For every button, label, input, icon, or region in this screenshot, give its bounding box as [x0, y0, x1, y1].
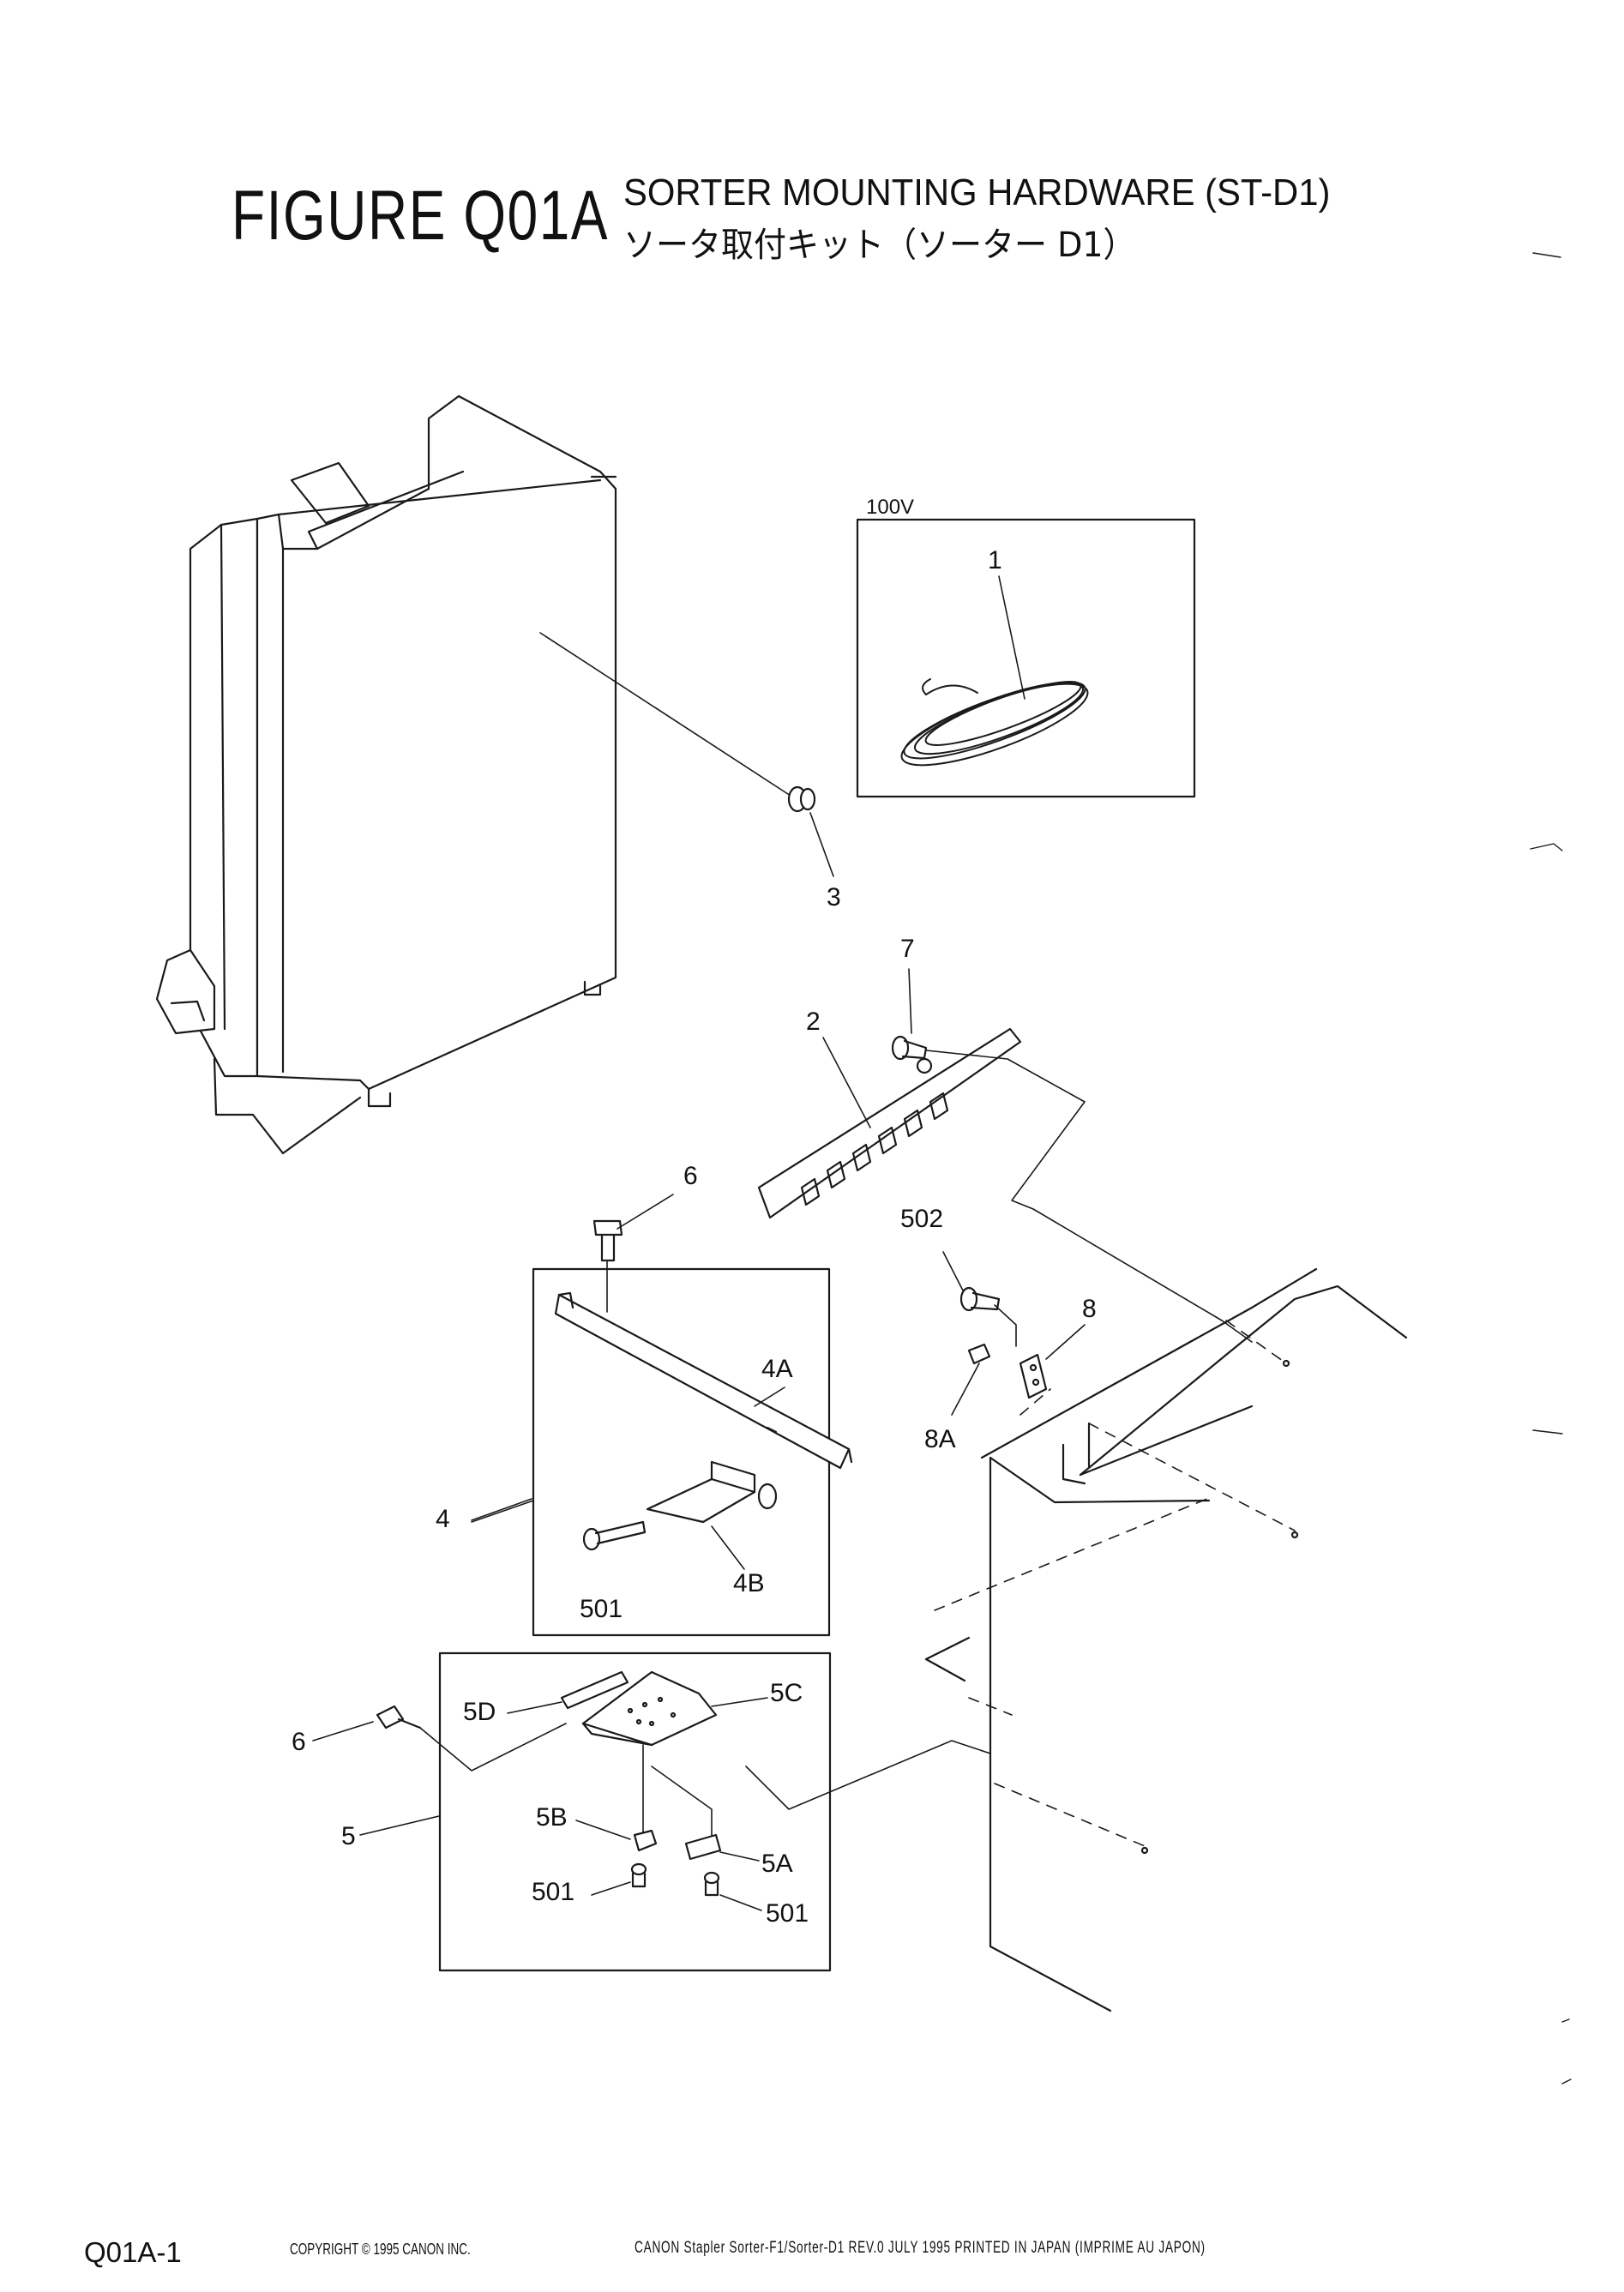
- callout-8: 8: [1082, 1295, 1097, 1323]
- callout-5a: 5A: [761, 1850, 793, 1878]
- callout-4b: 4B: [733, 1569, 765, 1597]
- callout-5c: 5C: [770, 1679, 803, 1707]
- print-info: CANON Stapler Sorter-F1/Sorter-D1 REV.0 …: [635, 2239, 1206, 2257]
- part-3-clip: [787, 785, 816, 813]
- callout-501-box5-right: 501: [766, 1899, 809, 1928]
- callout-4a: 4A: [761, 1355, 793, 1383]
- figure-label: FIGURE Q01A: [232, 177, 610, 255]
- sorter-unit: [155, 394, 617, 1155]
- callout-3: 3: [827, 883, 841, 911]
- callout-8a: 8A: [924, 1425, 956, 1453]
- callout-1: 1: [988, 546, 1002, 575]
- part-4b-arm: [646, 1460, 778, 1524]
- part-8-bracket: [1019, 1353, 1048, 1399]
- callout-5d: 5D: [463, 1698, 496, 1726]
- callout-7: 7: [900, 935, 915, 963]
- callout-502: 502: [900, 1205, 944, 1233]
- part-6-screw-upper: [592, 1219, 623, 1262]
- part-6-screw-lower: [376, 1705, 422, 1730]
- callout-6-lower: 6: [292, 1728, 306, 1756]
- part-501-screw-box5-right: [703, 1871, 720, 1897]
- copyright-notice: COPYRIGHT © 1995 CANON INC.: [290, 2241, 471, 2258]
- part-2-bracket: [757, 1027, 1022, 1219]
- kit-label-100v: 100V: [866, 496, 915, 519]
- part-5c-plate: [581, 1670, 718, 1747]
- part-1-cable: [900, 678, 1089, 767]
- cable-kit-box: [856, 518, 1196, 798]
- callout-501-box5-left: 501: [532, 1878, 575, 1906]
- box-part-5: [438, 1651, 832, 1972]
- part-5b-clip: [633, 1829, 658, 1852]
- page-id: Q01A-1: [84, 2236, 182, 2268]
- callout-5: 5: [341, 1822, 356, 1850]
- part-501-screw-box5-left: [630, 1862, 647, 1888]
- part-501-screw-box4: [582, 1520, 647, 1551]
- callout-5b: 5B: [536, 1803, 568, 1832]
- callout-6-upper: 6: [683, 1162, 698, 1190]
- part-5a-clip: [684, 1833, 722, 1861]
- callout-501-box4: 501: [580, 1595, 623, 1623]
- part-8a-clip: [967, 1343, 991, 1365]
- callout-4: 4: [436, 1505, 450, 1533]
- title-english: SORTER MOUNTING HARDWARE (ST-D1): [623, 171, 1331, 214]
- copier-frame: [924, 1267, 1408, 2012]
- callout-2: 2: [806, 1008, 821, 1036]
- part-7-screw: [891, 1035, 928, 1061]
- part-502-screw: [959, 1286, 1001, 1312]
- part-4a-rail: [554, 1291, 853, 1470]
- title-japanese: ソータ取付キット（ソーター D1）: [623, 226, 1136, 265]
- part-5d-bar: [560, 1670, 629, 1710]
